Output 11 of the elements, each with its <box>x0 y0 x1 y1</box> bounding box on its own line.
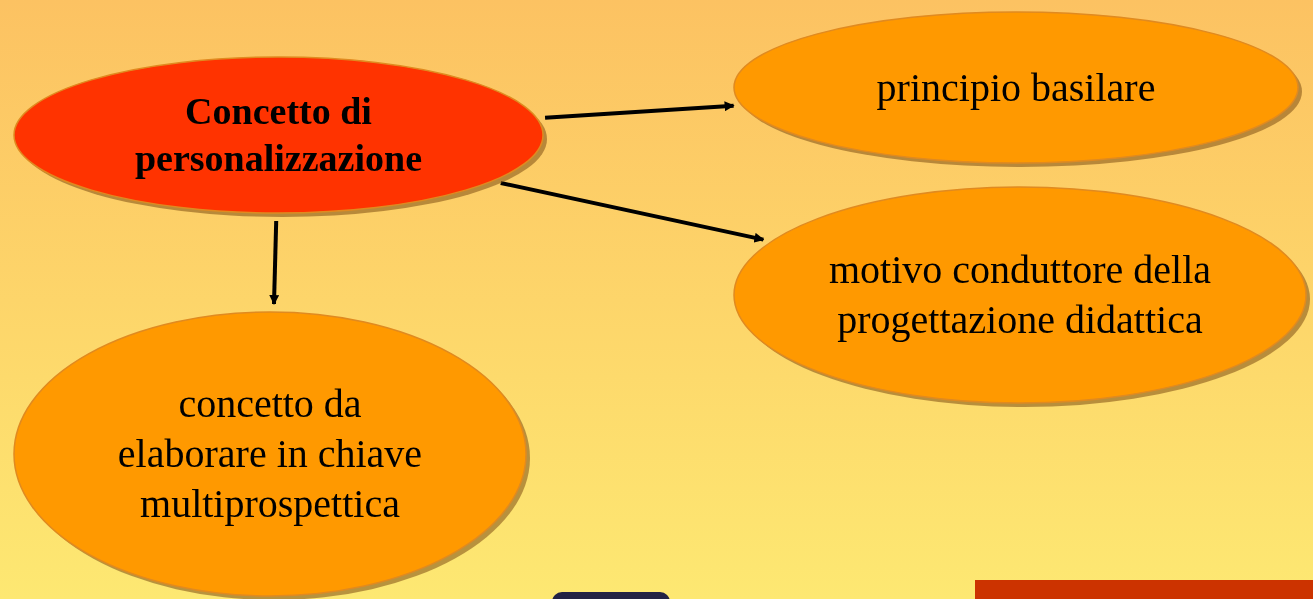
ellipse-node <box>12 310 528 598</box>
ellipse-node <box>732 10 1300 165</box>
node-label: Concetto di personalizzazione <box>133 88 424 181</box>
arrow <box>544 101 735 120</box>
node-label: motivo conduttore della progettazione didattica <box>827 246 1213 344</box>
arrow <box>500 181 765 243</box>
node-label: concetto da elaborare in chiave multiprospettica <box>116 380 424 528</box>
ellipse-node <box>732 185 1308 405</box>
ellipse-node <box>12 55 545 215</box>
node-label: principio basilare <box>876 63 1156 112</box>
arrow <box>269 220 280 305</box>
